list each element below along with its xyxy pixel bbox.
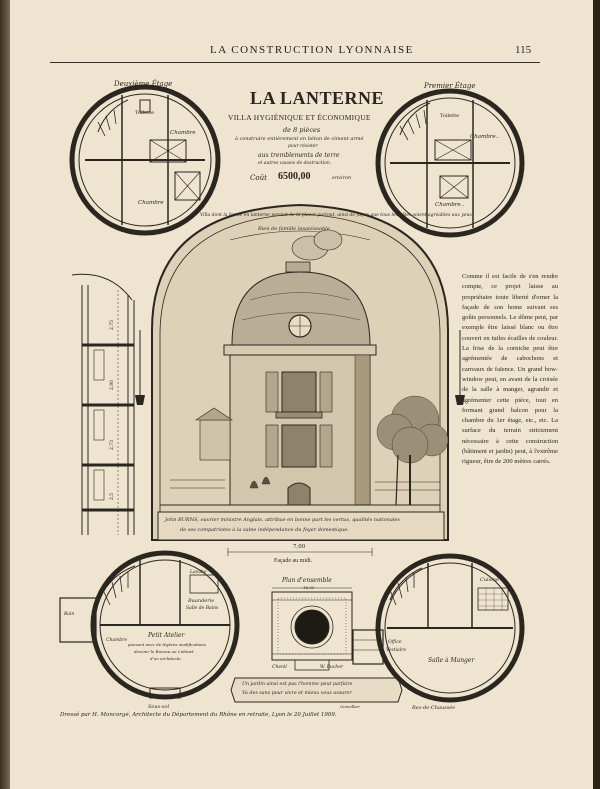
villa-line-3: aux tremblements de terre: [258, 152, 340, 159]
label-bain-side: Bain: [64, 612, 75, 617]
cost-value: 6500,00: [278, 171, 311, 182]
label-salle-bains: Salle de Bains: [186, 606, 219, 611]
label-chenil: Chenil: [272, 665, 287, 670]
villa-rooms: de 8 pièces: [283, 126, 321, 134]
architectural-drawings: [59, 84, 525, 703]
section-dim-3: 2,73: [110, 439, 115, 450]
arch-inscription: Villa dont la forme en lanterne permet d…: [200, 213, 472, 218]
villa-title: LA LANTERNE: [250, 88, 385, 108]
atelier-note-1: pouvant avec de légères modifications: [128, 642, 206, 647]
motto-line-1: Un jardin ainsi est pas l'homme peut par…: [242, 682, 353, 687]
caption-box: [157, 511, 445, 541]
building-section: [71, 273, 135, 535]
villa-line-4: et autres causes de destruction.: [258, 161, 332, 166]
header-rule: [50, 62, 540, 63]
label-chambre-2: Chambre: [138, 200, 164, 206]
label-buanderie: Buanderie: [188, 598, 215, 604]
book-spine: [0, 0, 10, 789]
elevation-dimension: [227, 548, 373, 556]
villa-line-1: à construire entièrement en béton de cim…: [235, 136, 364, 142]
villa-line-2: pour résister: [288, 144, 318, 149]
label-chambre-3: Chambre..: [470, 134, 500, 140]
motto-signature: Gonvillier: [340, 704, 360, 709]
footer-credit: Dressé par H. Moncorgé, Architecte du Dé…: [60, 712, 337, 718]
caption-line-2: de ses compatriotes à la saine indépenda…: [180, 527, 349, 533]
label-chambre-1: Chambre: [170, 130, 196, 136]
label-petit-atelier: Petit Atelier: [148, 632, 185, 639]
plan-deuxieme-etage: [69, 84, 221, 236]
section-dim-2: 2,80: [110, 379, 115, 390]
label-sous-sol: Sous-sol: [148, 704, 170, 710]
label-deuxieme-etage: Deuxième Étage: [114, 80, 173, 88]
elevation-dimension-value: 7,00: [293, 544, 306, 550]
cost-suffix: environ: [332, 175, 352, 181]
label-toilette-1: Toilette: [135, 110, 155, 116]
plan-ensemble: [271, 587, 353, 671]
cost-label: Coût: [250, 174, 267, 182]
page-edge: [593, 0, 600, 789]
label-w-bucher: W. Bucher: [320, 665, 344, 670]
label-chambre-4: Chambre..: [435, 202, 465, 208]
page-number: 115: [515, 44, 532, 56]
label-vestiaire: Vestiaire: [386, 648, 406, 653]
villa-lanterne-elevation: [160, 229, 449, 506]
label-office: Office: [388, 640, 402, 645]
label-rez-de-chaussee: Rez-de-Chaussée: [412, 705, 456, 711]
running-header: LA CONSTRUCTION LYONNAISE 115: [10, 40, 593, 58]
villa-subtitle: VILLA HYGIÉNIQUE ET ÉCONOMIQUE: [228, 113, 371, 122]
elevation-label: Façade au midi.: [274, 558, 313, 564]
label-toilette-2: Toilette: [440, 113, 460, 119]
plan-ensemble-width: 16,00: [303, 585, 315, 590]
body-text-column: Comme il est facile de s'en rendre compt…: [462, 273, 558, 466]
banner-text: Bien de famille insaisissable: [258, 226, 330, 232]
section-dim-4: 2,5: [110, 492, 115, 500]
caption-line-1: John BURNS, ouvrier ministre Anglais, at…: [165, 517, 400, 523]
atelier-note-3: d'un architecte.: [150, 656, 182, 661]
plan-ensemble-title: Plan d'ensemble: [282, 577, 332, 584]
atelier-note-2: devenir le Bureau ou Cabinet: [134, 649, 194, 654]
label-chambre-side: Chambre: [106, 638, 127, 643]
plan-rez-de-chaussee: [352, 553, 525, 703]
label-lavabo: Lavabo: [190, 570, 207, 575]
plan-premier-etage: [375, 88, 525, 238]
label-salle-manger: Salle à Manger: [428, 657, 475, 664]
label-premier-etage: Premier Étage: [424, 82, 476, 90]
motto-line-2: Va des sans pour vivre et mieux vous ass…: [242, 691, 352, 696]
section-dim-1: 2,75: [110, 319, 115, 330]
label-cuisine: Cuisine: [480, 577, 499, 583]
journal-title: LA CONSTRUCTION LYONNAISE: [210, 44, 414, 56]
plan-sous-sol: [59, 550, 240, 700]
magazine-page: LA CONSTRUCTION LYONNAISE 115: [10, 0, 593, 789]
